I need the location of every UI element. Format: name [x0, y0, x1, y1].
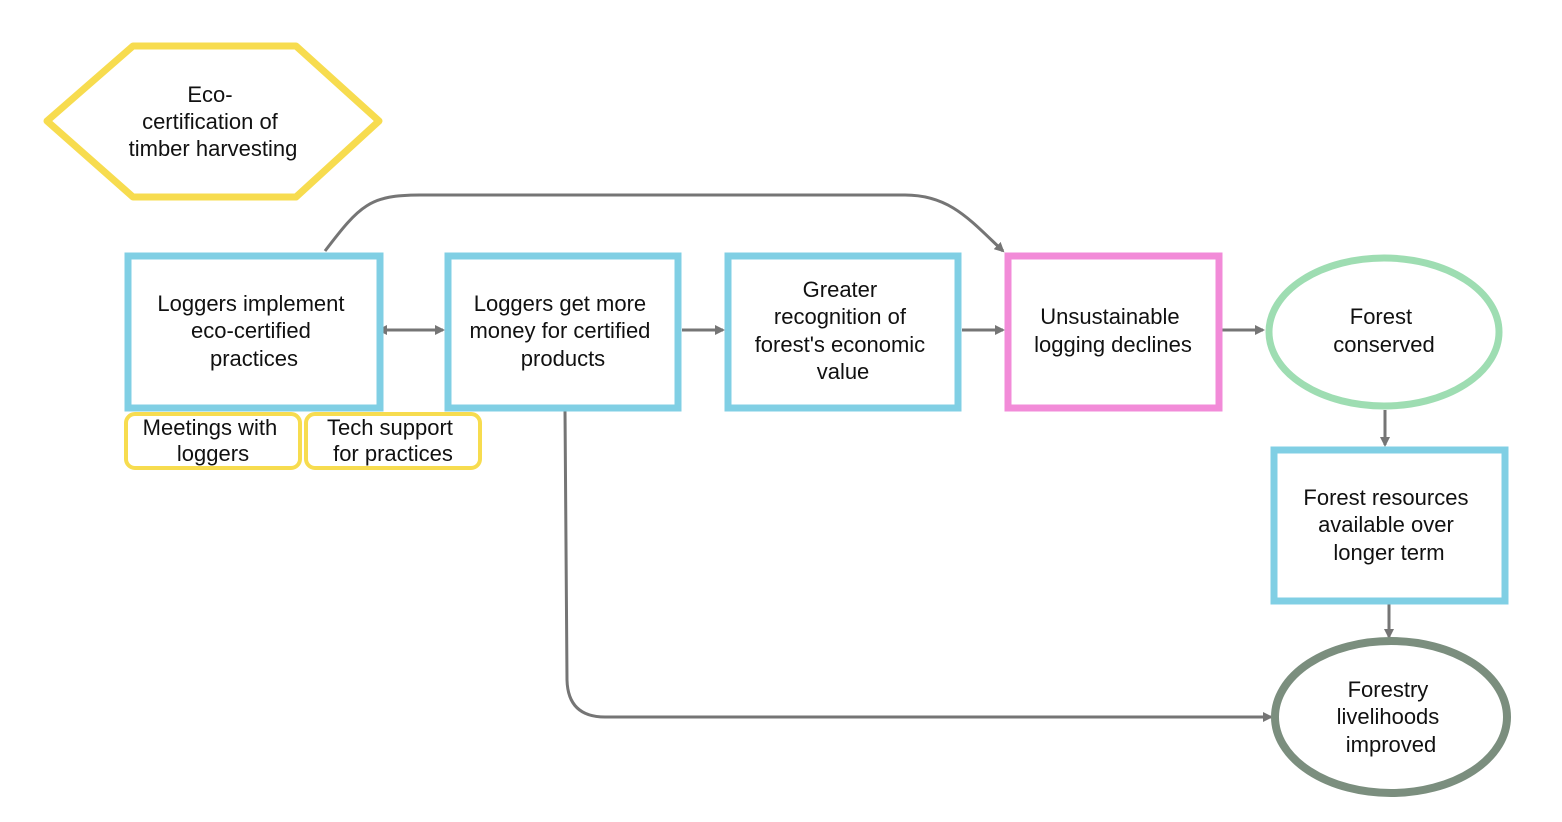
- unsustainable-logging-box[interactable]: Unsustainable logging declines: [1004, 252, 1223, 412]
- svg-text:Unsustainable logging de: Unsustainable logging declines: [1034, 304, 1192, 357]
- ellipse-label-line: conserved: [1333, 332, 1435, 357]
- arrow-money-to-livelihoods: [563, 409, 1273, 722]
- svg-text:Forest resources availab: Forest resources available over longer t…: [1303, 485, 1474, 565]
- meetings-with-loggers-box[interactable]: Meetings with loggers: [124, 412, 302, 470]
- box-label-line: Unsustainable: [1040, 304, 1179, 329]
- box-label-line: Loggers implement: [157, 291, 344, 316]
- ellipse-label-line: Forestry: [1348, 677, 1429, 702]
- box-label-line: forest's economic: [755, 332, 926, 357]
- svg-text:Greater recognition of: Greater recognition of forest's economic…: [755, 277, 932, 384]
- ellipse-label-line: livelihoods: [1337, 704, 1440, 729]
- svg-text:Eco- certification of: Eco- certification of timber harvesting: [129, 82, 298, 161]
- box-label-line: recognition of: [774, 304, 907, 329]
- arrow-implement-to-unsustainable: [323, 193, 1005, 253]
- hexagon-label-line: timber harvesting: [129, 136, 298, 161]
- box-label-line: eco-certified: [191, 318, 311, 343]
- recognition-box[interactable]: Greater recognition of forest's economic…: [724, 252, 962, 412]
- activity-label-line: loggers: [177, 441, 249, 466]
- box-label-line: Forest resources: [1303, 485, 1468, 510]
- ellipse-label-line: improved: [1346, 732, 1436, 757]
- box-label-line: longer term: [1333, 540, 1444, 565]
- svg-text:Tech support for practic: Tech support for practices: [327, 415, 459, 466]
- box-label-line: practices: [210, 346, 298, 371]
- box-label-line: money for certified: [469, 318, 650, 343]
- svg-text:Forest conserved: Forest conserved: [1333, 304, 1435, 357]
- forestry-livelihoods-ellipse[interactable]: Forestry livelihoods improved: [1271, 637, 1511, 797]
- box-label-line: value: [817, 359, 870, 384]
- box-label-line: available over: [1318, 512, 1454, 537]
- ellipse-label-line: Forest: [1350, 304, 1412, 329]
- loggers-implement-box[interactable]: Loggers implement eco-certified practice…: [124, 252, 384, 412]
- box-label-line: logging declines: [1034, 332, 1192, 357]
- forest-resources-box[interactable]: Forest resources available over longer t…: [1270, 446, 1509, 605]
- box-label-line: Loggers get more: [474, 291, 646, 316]
- hexagon-label-line: Eco-: [187, 82, 232, 107]
- svg-text:Loggers implement eco-ce: Loggers implement eco-certified practice…: [157, 291, 350, 371]
- svg-text:Loggers get more money f: Loggers get more money for certified pro…: [469, 291, 656, 371]
- svg-text:Forestry livelihoods: Forestry livelihoods improved: [1337, 677, 1446, 757]
- activity-label-line: Meetings with: [143, 415, 278, 440]
- tech-support-box[interactable]: Tech support for practices: [304, 412, 482, 470]
- svg-text:Meetings with loggers: Meetings with loggers: [143, 415, 284, 466]
- box-label-line: Greater: [803, 277, 878, 302]
- eco-certification-hexagon[interactable]: Eco- certification of timber harvesting: [43, 42, 383, 201]
- activity-label-line: Tech support: [327, 415, 453, 440]
- activity-label-line: for practices: [333, 441, 453, 466]
- box-label-line: products: [521, 346, 605, 371]
- hexagon-label-line: certification of: [142, 109, 279, 134]
- forest-conserved-ellipse[interactable]: Forest conserved: [1265, 254, 1503, 410]
- more-money-box[interactable]: Loggers get more money for certified pro…: [444, 252, 682, 412]
